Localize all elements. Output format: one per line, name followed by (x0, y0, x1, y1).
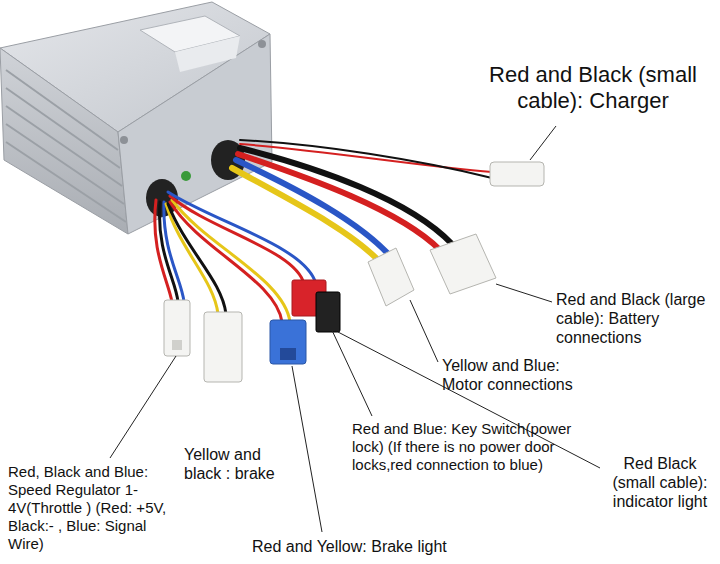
callout-label: Yellow and black : brake (184, 445, 284, 483)
callout-label: Red, Black and Blue: Speed Regulator 1-4… (8, 463, 176, 553)
callout-label: Yellow and Blue: Motor connections (442, 356, 597, 394)
callout-label: Red Black (small cable): indicator light (604, 454, 716, 512)
callout-label: Red and Blue: Key Switch(power lock) (If… (352, 420, 592, 474)
callout-label: Red and Black (large cable): Battery con… (556, 290, 714, 348)
callout-label: Red and Yellow: Brake light (252, 537, 482, 556)
callout-label: Red and Black (small cable): Charger (470, 62, 716, 115)
